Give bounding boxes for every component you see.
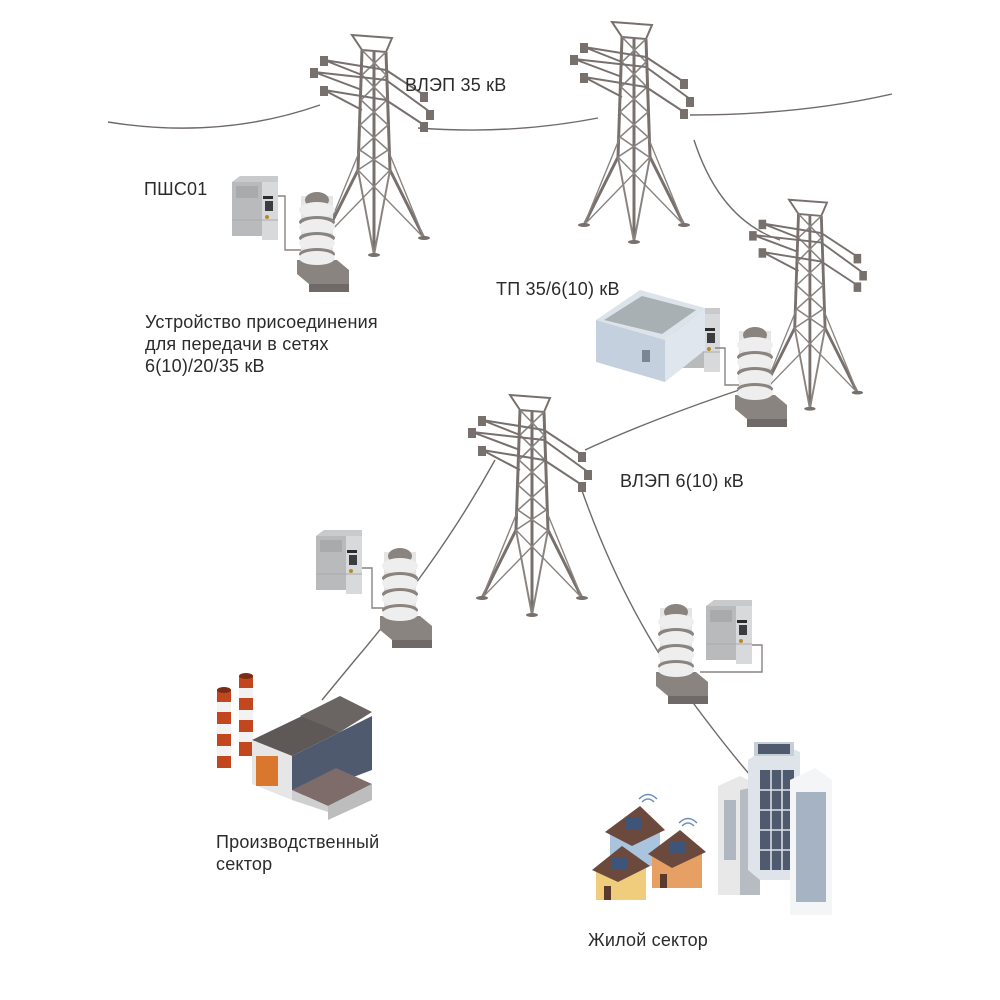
label-industrial-sector-line-2: сектор (216, 854, 273, 874)
label-coupling-device-line-2: для передачи в сетях (145, 334, 329, 354)
coupling-insulator-4 (656, 604, 708, 704)
label-coupling-device-line-3: 6(10)/20/35 кВ (145, 356, 265, 376)
wire-35kv-right (689, 93, 893, 116)
transmission-tower-35kv-2 (568, 20, 696, 246)
wire-35kv-left (107, 104, 321, 129)
transmission-tower-6-10kv (466, 393, 594, 619)
substation-building (596, 290, 705, 382)
pshs01-device-3 (315, 529, 363, 595)
house-orange (648, 817, 706, 888)
label-industrial-sector-line-1: Производственный (216, 832, 380, 852)
label-industrial-sector: Производственный сектор (216, 831, 379, 875)
factory (217, 673, 372, 820)
coupling-insulator-1 (297, 192, 349, 292)
coupling-insulator-2 (735, 327, 787, 427)
houses (592, 793, 706, 900)
label-substation: ТП 35/6(10) кВ (496, 279, 620, 299)
wire-35kv-middle (417, 117, 599, 131)
coupling-insulator-3 (380, 548, 432, 648)
pshs01-device-4 (705, 599, 753, 665)
wifi-icon (678, 817, 698, 827)
wire-to-substation-tower (693, 139, 781, 241)
house-yellow (592, 846, 650, 900)
label-device-pshs01: ПШС01 (144, 179, 208, 199)
wire-substation-to-6kv (584, 387, 746, 451)
device-cable-3 (362, 567, 385, 609)
chimney-1 (217, 687, 231, 768)
label-residential-sector: Жилой сектор (588, 930, 708, 950)
label-line-6-10kv: ВЛЭП 6(10) кВ (620, 471, 744, 491)
label-coupling-device-line-1: Устройство присоединения (145, 312, 378, 332)
device-cable-1 (278, 195, 302, 251)
device-cable-2 (715, 347, 742, 386)
wifi-icon (638, 793, 658, 803)
chimney-2 (239, 673, 253, 756)
wire-6kv-to-factory (321, 459, 496, 701)
device-cable-4 (700, 644, 763, 673)
pshs01-device-1 (231, 175, 279, 241)
skyscrapers (718, 742, 832, 915)
label-line-35kv: ВЛЭП 35 кВ (405, 75, 507, 95)
label-coupling-device: Устройство присоединения для передачи в … (145, 311, 378, 377)
